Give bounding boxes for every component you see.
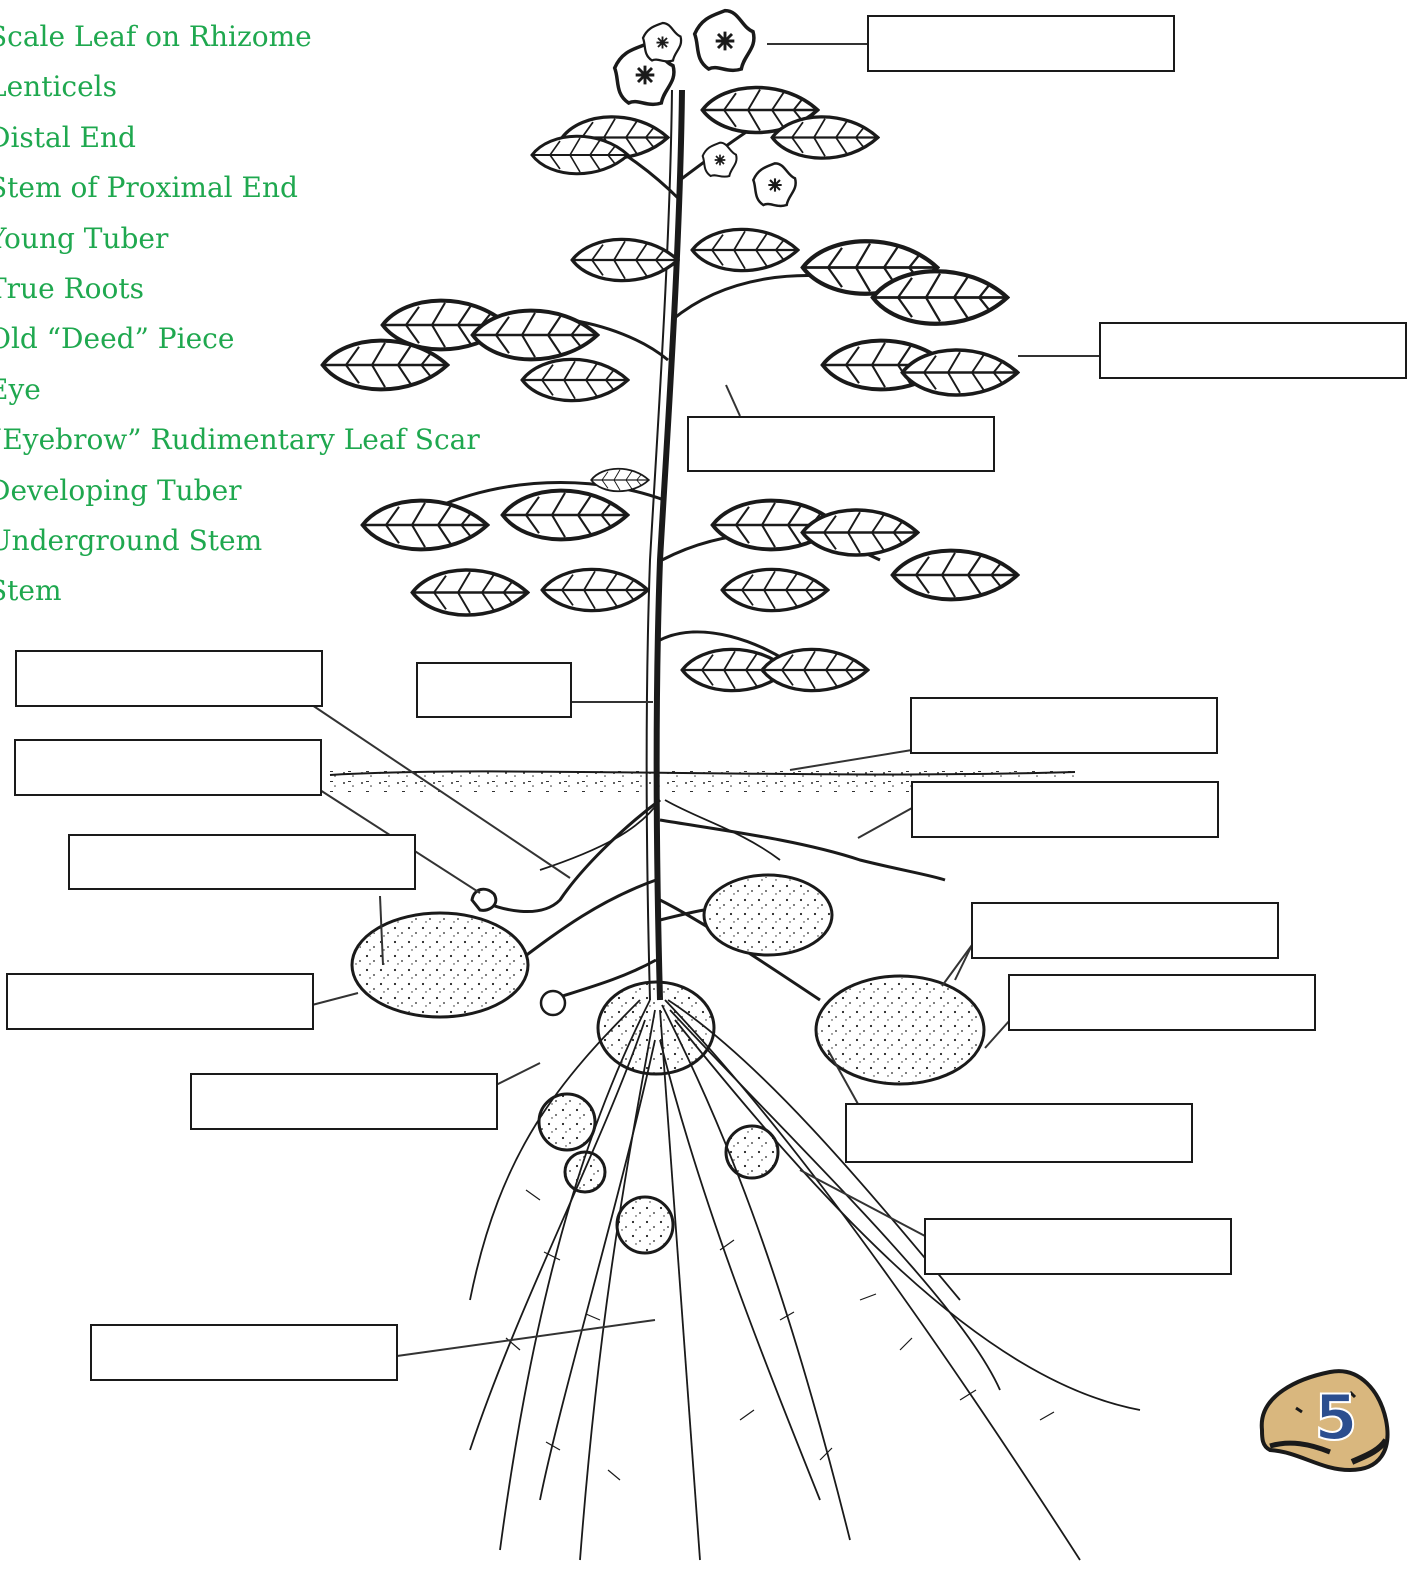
blank-label-box[interactable] — [845, 1103, 1193, 1163]
blank-label-box[interactable] — [68, 834, 416, 890]
blank-label-box[interactable] — [15, 650, 323, 707]
blank-label-box[interactable] — [867, 15, 1175, 72]
blank-label-box[interactable] — [1008, 974, 1316, 1031]
stolon-tip-icon — [472, 889, 496, 910]
blank-label-box[interactable] — [190, 1073, 498, 1130]
blank-label-box[interactable] — [1099, 322, 1407, 379]
blank-label-box[interactable] — [971, 902, 1279, 959]
blank-label-box[interactable] — [911, 781, 1219, 838]
blank-label-box[interactable] — [924, 1218, 1232, 1275]
blank-label-box[interactable] — [90, 1324, 398, 1381]
tuber — [704, 875, 832, 955]
seed-piece — [598, 982, 714, 1074]
blank-label-box[interactable] — [6, 973, 314, 1030]
main-stem — [657, 90, 682, 1000]
tuber — [816, 976, 984, 1084]
blank-label-box[interactable] — [14, 739, 322, 796]
tuber — [352, 913, 528, 1017]
blank-label-box[interactable] — [687, 416, 995, 472]
blank-label-box[interactable] — [416, 662, 572, 718]
page-number-badge: 5 — [1306, 1378, 1366, 1458]
blank-label-box[interactable] — [910, 697, 1218, 754]
